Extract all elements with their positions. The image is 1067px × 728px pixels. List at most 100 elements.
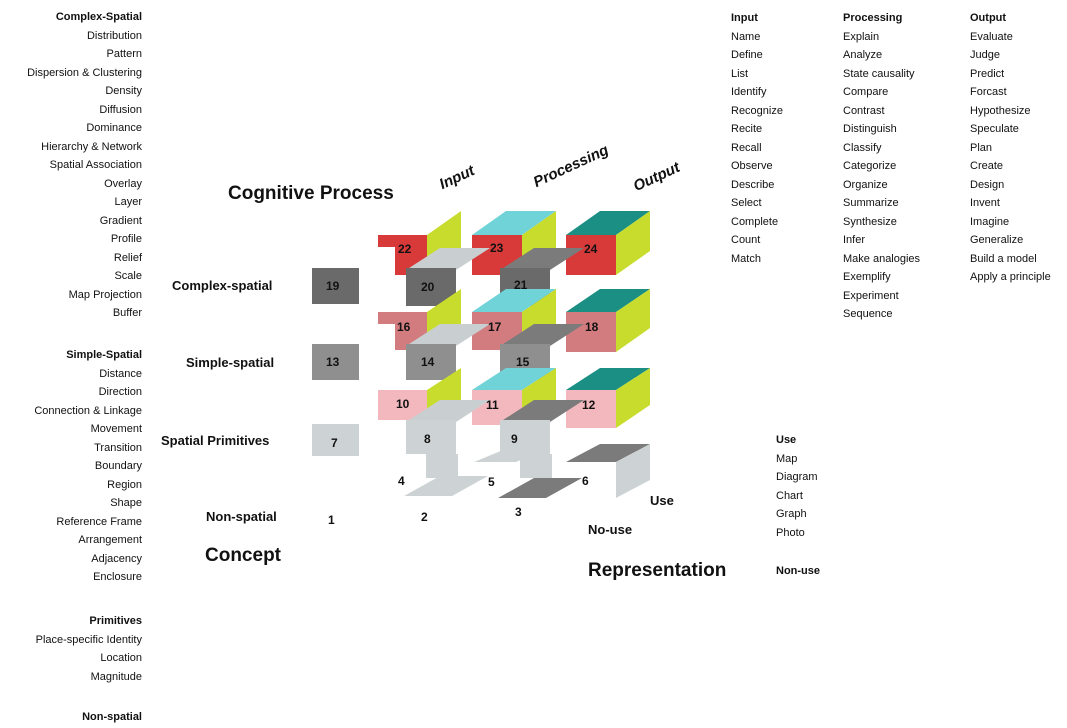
use-header: Use [776, 434, 797, 446]
row-label-complex-spatial: Complex-spatial [172, 278, 273, 293]
list-item: Shape [110, 497, 142, 509]
cell-number-3: 3 [515, 505, 522, 519]
list-item: Organize [843, 178, 888, 191]
list-item: Dispersion & Clustering [27, 66, 142, 79]
list-item: Categorize [843, 160, 897, 172]
cube-18 [566, 289, 650, 352]
cell-number-17: 17 [488, 320, 502, 334]
list-item: Predict [970, 67, 1005, 80]
list-item: Region [107, 478, 142, 491]
row-label-non-spatial: Non-spatial [206, 509, 277, 524]
list-item: Boundary [94, 460, 142, 472]
cell-number-1: 1 [328, 513, 335, 527]
primitives-list: Primitives Place-specific Identity Locat… [0, 612, 142, 686]
list-item: Distinguish [843, 123, 897, 135]
list-item: Movement [90, 423, 142, 435]
list-item: Observe [731, 160, 773, 172]
list-item: Reference Frame [56, 515, 142, 528]
list-item: Hypothesize [970, 104, 1031, 117]
cell-number-10: 10 [396, 397, 410, 411]
list-item: Explain [843, 30, 880, 43]
list-item: Invent [970, 197, 1000, 209]
list-item: Transition [94, 441, 142, 454]
non-use-label: Non-use [776, 565, 820, 577]
concept-title: Concept [205, 545, 281, 566]
use-list: Use Map Diagram Chart Graph Photo [776, 431, 818, 542]
cell-number-7: 7 [331, 436, 338, 450]
list-item: Distance [99, 367, 142, 380]
list-item: List [731, 67, 749, 80]
list-item: Connection & Linkage [34, 404, 142, 417]
list-item: Diffusion [99, 103, 142, 116]
non-spatial-header: Non-spatial [82, 711, 142, 723]
cell-number-20: 20 [421, 280, 435, 294]
list-item: Gradient [99, 214, 142, 227]
list-item: Graph [776, 508, 807, 520]
cell-number-24: 24 [584, 242, 598, 256]
list-item: Summarize [843, 197, 899, 209]
cube-24 [566, 211, 650, 275]
list-item: Experiment [843, 289, 899, 302]
list-item: Arrangement [78, 534, 142, 546]
list-item: Exemplify [843, 271, 891, 283]
list-item: Build a model [970, 252, 1037, 265]
list-item: Match [731, 252, 761, 265]
list-item: Pattern [106, 48, 142, 60]
cell-number-19: 19 [326, 279, 340, 293]
list-item: Create [970, 160, 1004, 172]
list-item: Forcast [970, 86, 1007, 98]
output-header: Output [970, 12, 1007, 24]
list-item: Direction [98, 386, 142, 398]
no-use-axis-label: No-use [588, 522, 633, 537]
list-item: Buffer [112, 307, 142, 319]
list-item: Define [731, 49, 763, 61]
list-item: Overlay [104, 177, 142, 190]
cell-number-6: 6 [582, 474, 589, 488]
cell-number-4: 4 [398, 474, 405, 488]
list-item: Judge [970, 49, 1000, 61]
cube-5 [474, 448, 582, 498]
row-label-simple-spatial: Simple-spatial [186, 355, 275, 370]
list-item: Relief [113, 251, 142, 264]
representation-title: Representation [588, 560, 727, 581]
cube-14 [406, 324, 490, 380]
list-item: Place-specific Identity [35, 633, 142, 646]
input-header: Input [731, 12, 758, 24]
cell-number-22: 22 [398, 242, 412, 256]
list-item: Imagine [970, 215, 1010, 228]
list-item: Synthesize [843, 215, 897, 228]
list-item: Hierarchy & Network [41, 140, 142, 153]
list-item: Infer [843, 234, 866, 246]
cell-number-14: 14 [421, 355, 435, 369]
complex-spatial-header: Complex-Spatial [55, 11, 142, 23]
list-item: Speculate [970, 123, 1019, 135]
list-item: Apply a principle [970, 271, 1051, 283]
cube-13 [312, 344, 359, 380]
list-item: Photo [776, 526, 805, 539]
row-label-spatial-primitives: Spatial Primitives [161, 433, 270, 448]
list-item: Magnitude [90, 670, 142, 683]
processing-verbs-list: Processing Explain Analyze State causali… [843, 9, 920, 324]
cube-12 [566, 368, 650, 428]
list-item: Density [105, 85, 142, 97]
cell-number-15: 15 [516, 355, 530, 369]
cell-number-18: 18 [585, 320, 599, 334]
simple-spatial-list: Simple-Spatial Distance Direction Connec… [0, 346, 142, 587]
cell-number-12: 12 [582, 398, 596, 412]
non-spatial-list: Non-spatial [0, 708, 142, 727]
list-item: Complete [731, 215, 779, 228]
cell-number-16: 16 [397, 320, 411, 334]
simple-spatial-header: Simple-Spatial [66, 349, 142, 361]
list-item: Recall [731, 141, 762, 154]
list-item: State causality [843, 67, 915, 80]
list-item: Evaluate [970, 30, 1013, 43]
list-item: Chart [776, 489, 803, 502]
list-item: Map [776, 452, 798, 465]
list-item: Identify [731, 86, 767, 98]
cell-number-11: 11 [486, 398, 499, 412]
cell-number-13: 13 [326, 355, 340, 369]
list-item: Recognize [731, 104, 783, 117]
list-item: Diagram [776, 471, 818, 483]
input-verbs-list: Input Name Define List Identify Recogniz… [731, 9, 783, 268]
list-item: Adjacency [91, 552, 142, 565]
